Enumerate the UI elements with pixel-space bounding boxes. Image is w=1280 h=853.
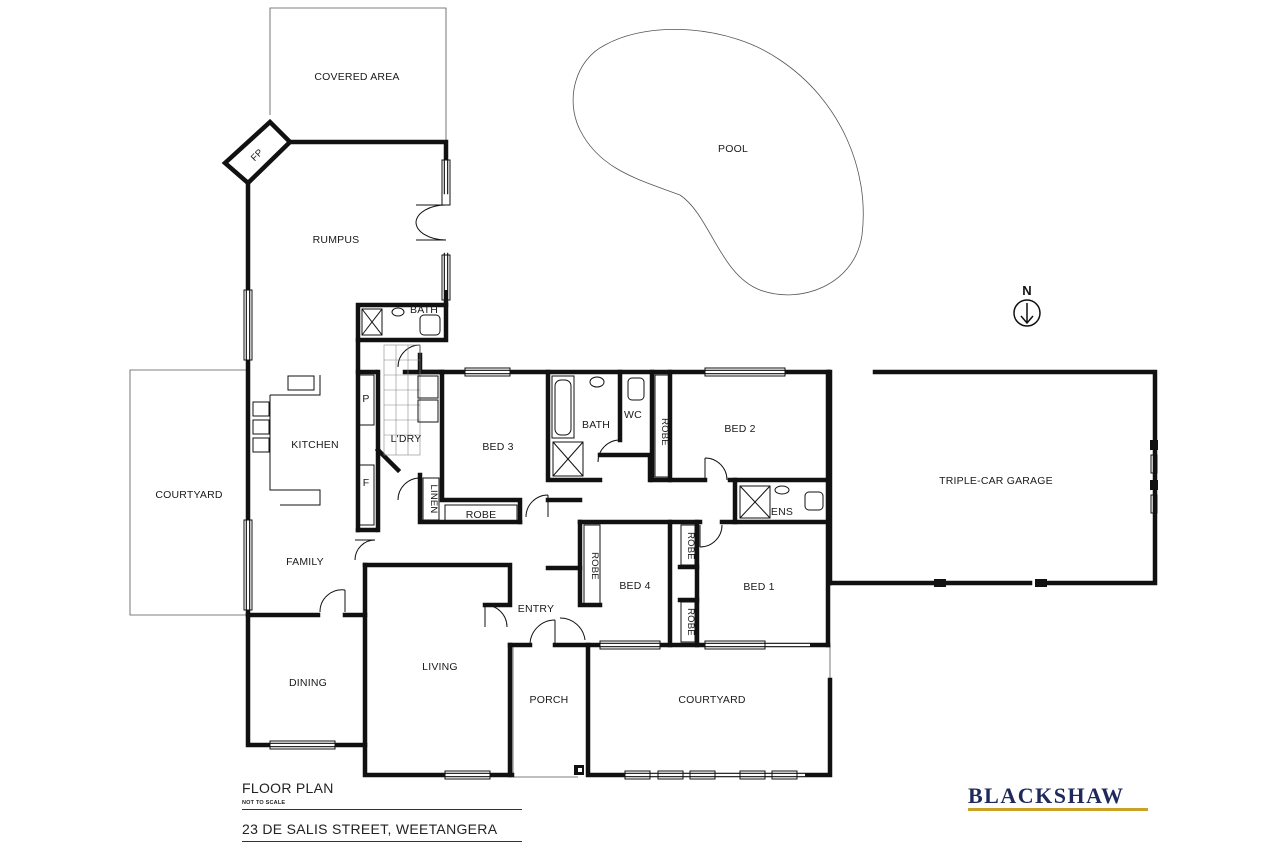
- floor-plan-title: FLOOR PLAN: [242, 780, 334, 796]
- label-kitchen: KITCHEN: [291, 439, 339, 451]
- covered-area: [269, 7, 447, 140]
- label-robe-bed3: ROBE: [466, 509, 497, 521]
- footer-divider-bottom: [242, 841, 522, 842]
- window-outlines: [243, 159, 798, 780]
- label-linen: LINEN: [428, 485, 439, 514]
- label-fp: FP: [249, 147, 266, 164]
- label-wc: WC: [624, 409, 642, 421]
- pool-outline: [572, 28, 864, 296]
- windows: [246, 160, 810, 777]
- label-family: FAMILY: [286, 556, 324, 568]
- label-fridge: F: [363, 477, 370, 489]
- label-garage: TRIPLE-CAR GARAGE: [939, 475, 1053, 487]
- exterior-walls: [221, 118, 1158, 778]
- property-address: 23 DE SALIS STREET, WEETANGERA: [242, 821, 498, 837]
- label-bath-upper: BATH: [410, 304, 438, 316]
- label-bed2: BED 2: [724, 423, 755, 435]
- label-ens: ENS: [771, 506, 793, 518]
- label-bed4: BED 4: [619, 580, 650, 592]
- label-rumpus: RUMPUS: [313, 234, 360, 246]
- label-courtyard-west: COURTYARD: [155, 489, 223, 501]
- label-bed1: BED 1: [743, 581, 774, 593]
- label-robe-bed1-top: ROBE: [685, 532, 696, 560]
- rumpus-doors: [415, 204, 447, 241]
- north-compass: N: [1013, 283, 1041, 327]
- label-laundry: L'DRY: [391, 433, 422, 445]
- fixtures: [252, 307, 824, 775]
- label-pool: POOL: [718, 143, 748, 155]
- label-bed3: BED 3: [482, 441, 513, 453]
- label-living: LIVING: [422, 661, 458, 673]
- label-robe-bed4: ROBE: [589, 552, 600, 580]
- label-bath-main: BATH: [582, 419, 610, 431]
- label-covered-area: COVERED AREA: [314, 71, 399, 83]
- garage-details: [934, 440, 1158, 587]
- courtyard-west-outline: [129, 369, 248, 616]
- label-robe-bed2: ROBE: [659, 418, 670, 446]
- brand-logo: BLACKSHAW: [968, 783, 1125, 808]
- label-pantry: P: [362, 393, 369, 405]
- label-dining: DINING: [289, 677, 327, 689]
- compass-label: N: [1022, 283, 1031, 298]
- door-swings: [319, 344, 728, 646]
- label-entry: ENTRY: [518, 603, 554, 615]
- label-porch: PORCH: [530, 694, 569, 706]
- label-robe-bed1-bottom: ROBE: [685, 608, 696, 636]
- brand-underline: [968, 808, 1148, 811]
- room-labels: COVERED AREA POOL FP RUMPUS BATH KITCHEN…: [155, 71, 1053, 706]
- scale-note: NOT TO SCALE: [242, 800, 286, 806]
- label-courtyard-south: COURTYARD: [678, 694, 746, 706]
- footer-divider: [242, 809, 522, 810]
